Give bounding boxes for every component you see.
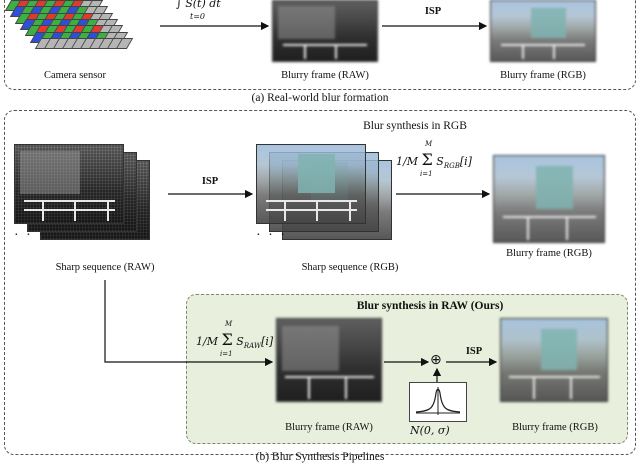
camera-sensor-label: Camera sensor (43, 70, 107, 81)
real-world-panel (4, 0, 636, 90)
rgb-section-title: Blur synthesis in RGB (363, 120, 467, 132)
arrow-raw-branch (104, 280, 274, 367)
blurry-rgb-label-raw-pipeline: Blurry frame (RGB) (512, 422, 598, 433)
caption-a: (a) Real-world blur formation (251, 92, 389, 104)
integral-text: ∫ S(t) dt (176, 0, 221, 10)
rgb-sum-term: S (436, 155, 444, 168)
raw-sum-prefix: 1/M (196, 335, 218, 348)
rgb-sum-index: [i] (459, 155, 472, 168)
rgb-sum-prefix: 1/M (396, 155, 418, 168)
rgb-sum-sub: RGB (443, 162, 460, 171)
blurry-rgb-label-rgb-pipeline: Blurry frame (RGB) (506, 248, 592, 259)
blurry-raw-label-raw-pipeline: Blurry frame (RAW) (285, 422, 373, 433)
raw-sum-lower: i=1 (220, 350, 233, 358)
blurry-raw-label-top: Blurry frame (RAW) (281, 70, 369, 81)
blurry-rgb-image-top (490, 0, 596, 62)
synthesis-panel (4, 110, 636, 455)
rgb-sum-upper: M (425, 140, 433, 148)
caption-b: (b) Blur Synthesis Pipelines (255, 451, 385, 463)
raw-section-title: Blur synthesis in RAW (Ours) (356, 300, 504, 312)
isp-label-bottom: ISP (465, 346, 483, 357)
isp-label-middle: ISP (201, 176, 219, 187)
noise-label: N(0, σ) (410, 424, 450, 437)
sharp-rgb-label: Sharp sequence (RGB) (301, 262, 399, 273)
rgb-sum-symbol: Σ (421, 150, 433, 169)
sharp-rgb-frame-1 (256, 144, 366, 224)
blurry-rgb-image-rgb-pipeline (493, 155, 605, 243)
sharp-raw-label: Sharp sequence (RAW) (55, 262, 155, 273)
raw-sum-symbol: Σ (221, 330, 233, 349)
rgb-sum-lower: i=1 (420, 170, 433, 178)
gaussian-curve-icon (415, 387, 461, 415)
plus-node: ⊕ (430, 352, 442, 368)
raw-sum-term: S (236, 335, 244, 348)
raw-sum-formula: 1/M Σ SRAW[i] (196, 330, 273, 350)
raw-sum-index: [i] (261, 335, 274, 348)
blurry-rgb-label-top: Blurry frame (RGB) (500, 70, 586, 81)
rgb-stack-ellipsis: · · · (256, 228, 287, 243)
sharp-raw-frame-1 (14, 144, 124, 224)
integral-lower-limit: t=0 (190, 12, 206, 21)
blurry-raw-image-raw-pipeline (276, 318, 382, 402)
isp-label-top: ISP (424, 6, 442, 17)
rgb-sum-formula: 1/M Σ SRGB[i] (396, 150, 472, 170)
raw-sum-upper: M (225, 320, 233, 328)
noise-distribution-box (409, 382, 467, 422)
raw-sum-sub: RAW (243, 342, 262, 351)
blurry-raw-image-top (272, 0, 378, 62)
integral-expression: ∫ S(t) dt (176, 0, 221, 10)
raw-stack-ellipsis: · · · (14, 228, 45, 243)
blurry-rgb-image-raw-pipeline (500, 318, 608, 402)
